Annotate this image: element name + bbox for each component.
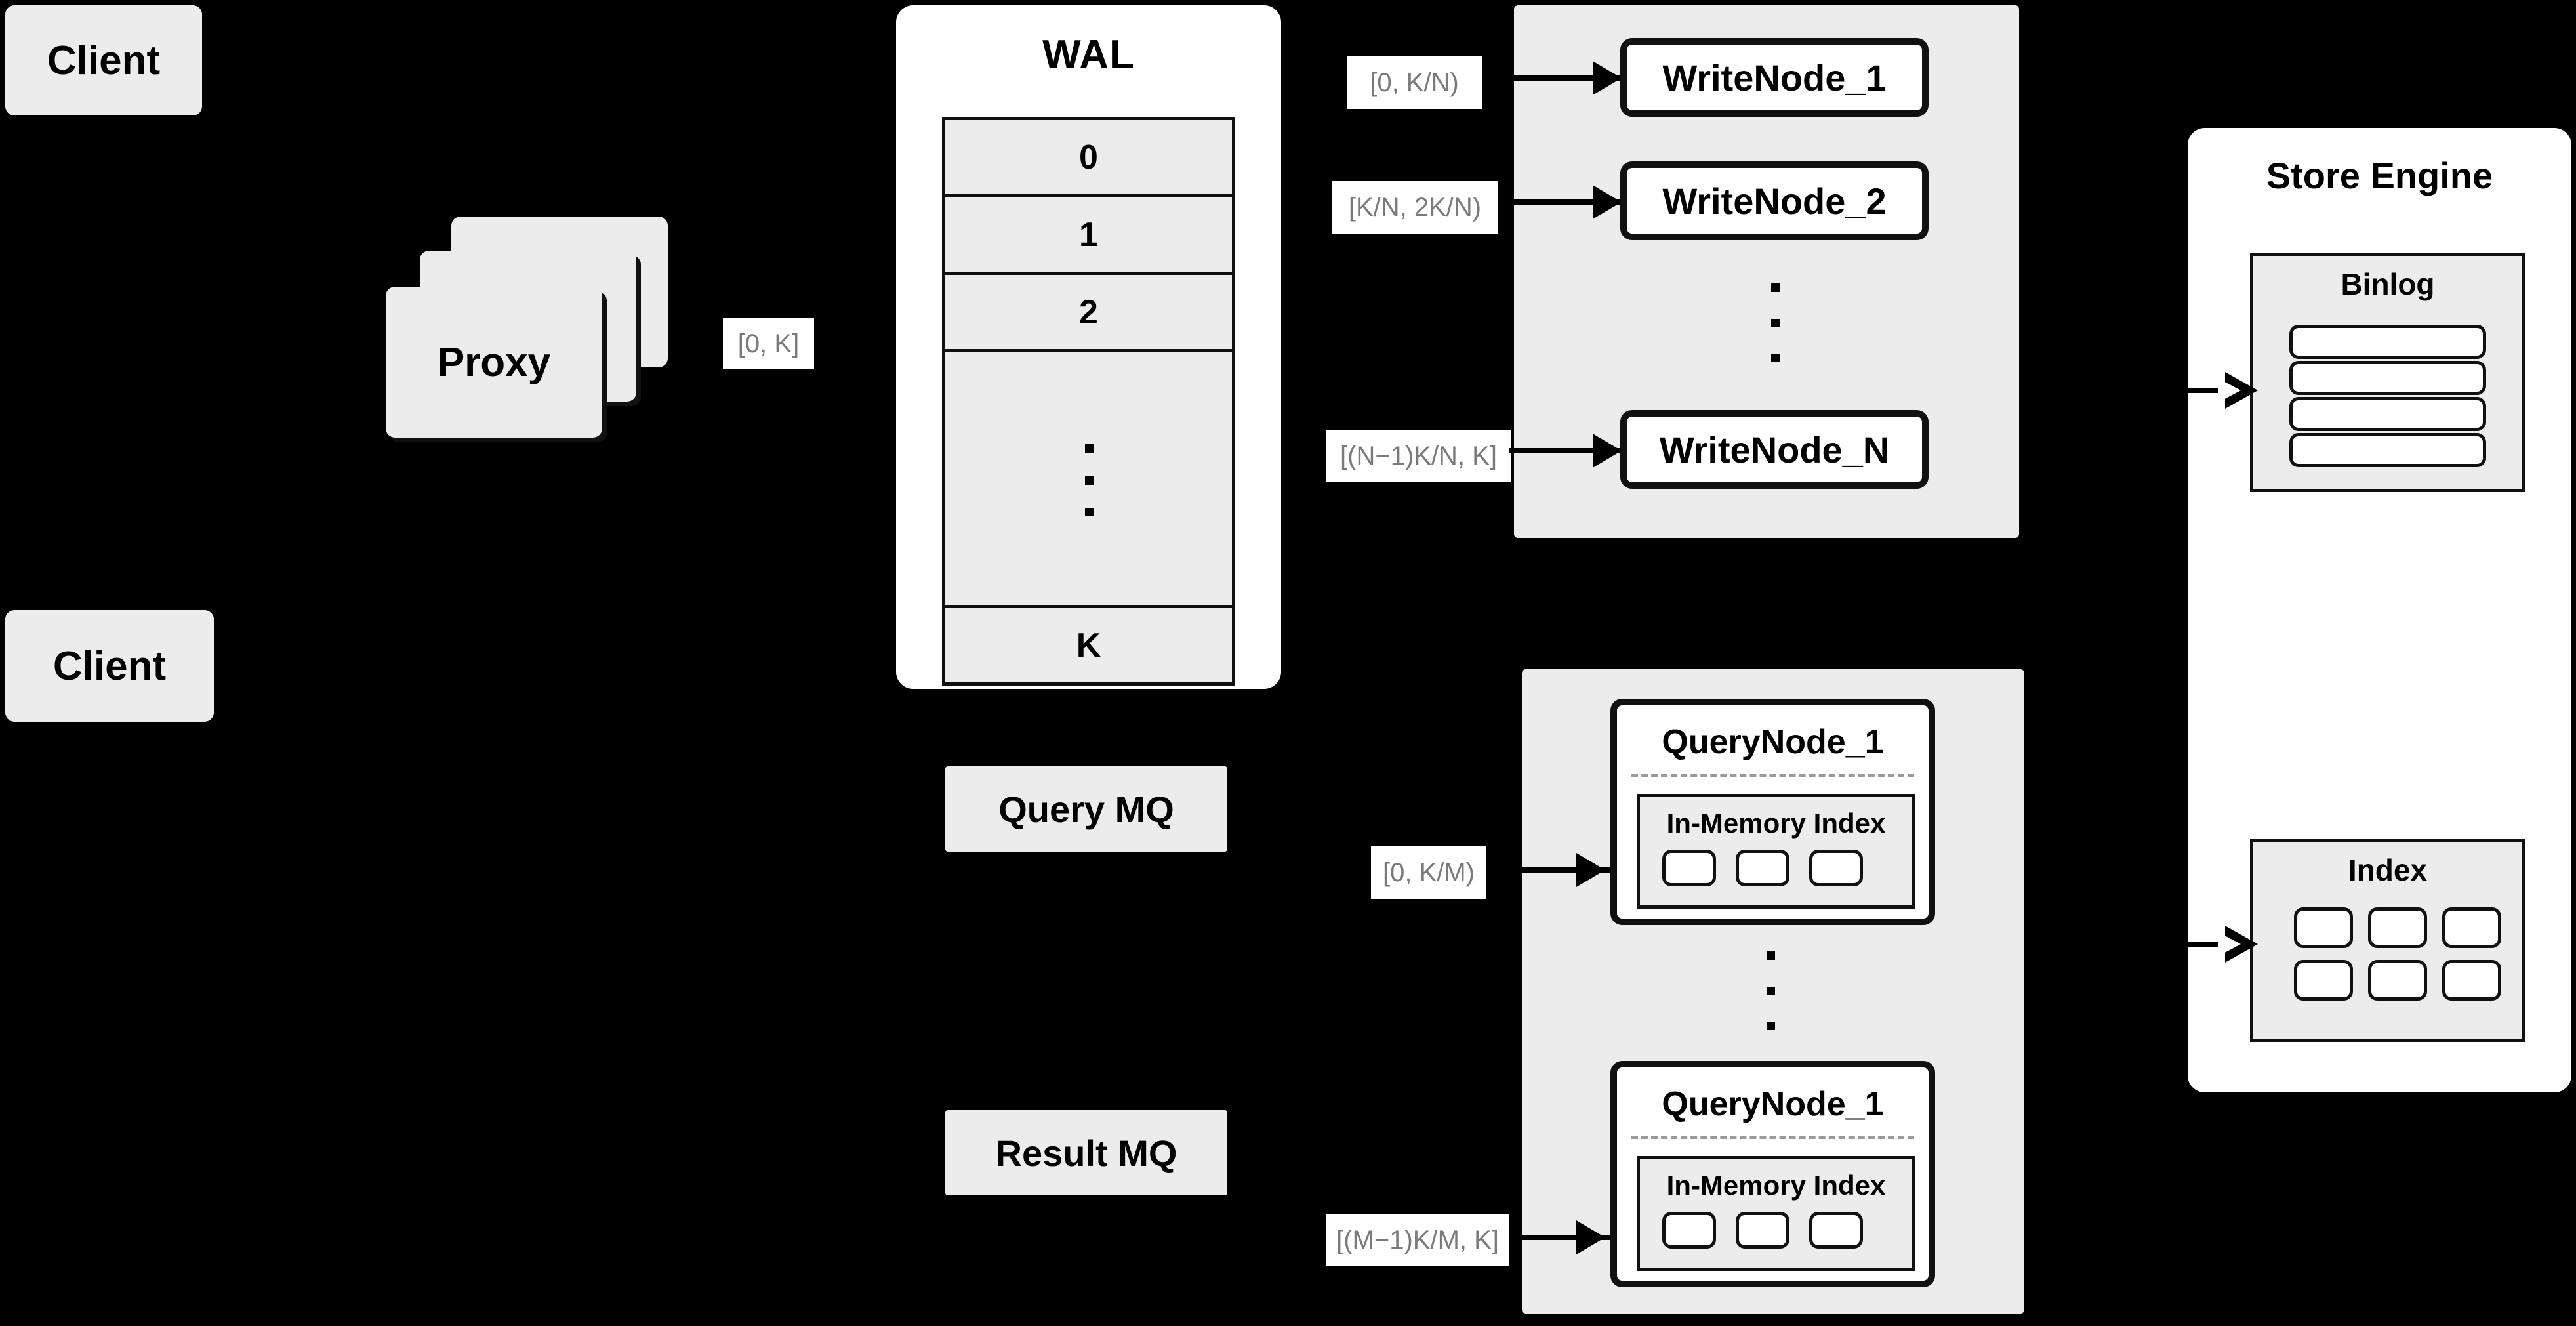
proxy-label: Proxy <box>437 339 551 385</box>
querynode-1-range-text: [0, K/M) <box>1382 858 1475 887</box>
index-inbound-arrow-head <box>2218 926 2258 963</box>
wal-panel: WAL 0 1 2 K <box>896 5 1281 689</box>
client-box-2[interactable]: Client <box>5 610 214 722</box>
querynode-1-inmemory-index: In-Memory Index <box>1637 794 1915 909</box>
proxy-box[interactable]: Proxy <box>386 287 602 438</box>
querynode-1-label: QueryNode_1 <box>1662 723 1884 761</box>
writenode-1-range-label: [0, K/N) <box>1347 56 1482 109</box>
index-slot <box>2294 960 2353 1001</box>
binlog-row <box>2289 325 2486 359</box>
wal-ellipsis-dots <box>1084 444 1094 516</box>
query-mq-box[interactable]: Query MQ <box>945 766 1227 852</box>
writenode-2-arrow-line <box>1509 199 1627 205</box>
writenode-n-arrow-line <box>1509 448 1627 453</box>
index-slot <box>1809 1212 1863 1249</box>
client-label-2: Client <box>52 643 167 689</box>
writenode-n-range-text: [(N−1)K/N, K] <box>1340 441 1497 470</box>
index-inbound-arrow-line <box>2184 942 2228 947</box>
querynode-2-divider <box>1631 1136 1914 1139</box>
query-group-ellipsis-dots <box>1767 951 1775 1030</box>
index-title: Index <box>2348 853 2428 887</box>
store-engine-panel: Store Engine Binlog Index <box>2188 128 2571 1092</box>
write-group-ellipsis-dots <box>1771 283 1780 362</box>
writenode-n-arrow-head <box>1593 434 1622 468</box>
querynode-2-box[interactable]: QueryNode_1 In-Memory Index <box>1610 1061 1935 1287</box>
wal-row-0: 0 <box>945 120 1232 197</box>
wal-table: 0 1 2 K <box>942 117 1235 686</box>
querynode-2-arrow-line <box>1509 1235 1610 1240</box>
index-slot <box>1662 850 1716 886</box>
index-slot <box>2368 960 2427 1001</box>
wal-row-2: 2 <box>945 275 1232 352</box>
wal-title: WAL <box>1042 32 1135 77</box>
binlog-row <box>2289 361 2486 395</box>
writenode-2-arrow-head <box>1593 185 1622 219</box>
querynode-1-arrow-line <box>1509 867 1610 873</box>
writenode-1-arrow-line <box>1509 75 1627 81</box>
index-slot <box>2368 907 2427 948</box>
querynode-2-index-title: In-Memory Index <box>1666 1170 1886 1201</box>
index-slot <box>2442 960 2501 1001</box>
writenode-1-range-text: [0, K/N) <box>1370 68 1459 97</box>
querynode-2-label: QueryNode_1 <box>1662 1085 1884 1123</box>
querynode-2-arrow-head <box>1576 1220 1605 1254</box>
wal-row-ellipsis <box>945 352 1232 608</box>
querynode-2-range-text: [(M−1)K/M, K] <box>1336 1225 1499 1254</box>
binlog-box: Binlog <box>2250 253 2525 492</box>
index-slot <box>2442 907 2501 948</box>
querynode-1-divider <box>1631 774 1914 777</box>
writenode-1-label: WriteNode_1 <box>1662 56 1887 98</box>
writenode-1-box[interactable]: WriteNode_1 <box>1620 38 1929 117</box>
writenode-2-label: WriteNode_2 <box>1662 180 1887 222</box>
writenode-2-range-label: [K/N, 2K/N) <box>1332 181 1498 234</box>
writenode-n-label: WriteNode_N <box>1659 428 1890 470</box>
index-slot <box>1736 1212 1789 1249</box>
querynode-1-box[interactable]: QueryNode_1 In-Memory Index <box>1610 699 1935 925</box>
querynode-2-range-label: [(M−1)K/M, K] <box>1326 1214 1509 1266</box>
binlog-row <box>2289 397 2486 431</box>
writenode-1-arrow-head <box>1593 61 1622 95</box>
querynode-1-arrow-head <box>1576 853 1605 887</box>
wal-row-k: K <box>945 608 1232 682</box>
binlog-row <box>2289 433 2486 467</box>
binlog-inbound-arrow-head <box>2218 372 2258 409</box>
result-mq-label: Result MQ <box>995 1132 1177 1174</box>
result-mq-box[interactable]: Result MQ <box>945 1110 1227 1195</box>
querynode-2-inmemory-index: In-Memory Index <box>1637 1156 1915 1271</box>
binlog-title: Binlog <box>2341 267 2435 301</box>
querynode-1-index-title: In-Memory Index <box>1666 808 1886 839</box>
index-slot <box>1736 850 1789 886</box>
wal-row-1: 1 <box>945 197 1232 275</box>
index-slot <box>1809 850 1863 886</box>
querynode-1-range-label: [0, K/M) <box>1371 846 1486 899</box>
proxy-range-label: [0, K] <box>723 318 814 369</box>
store-engine-title: Store Engine <box>2266 155 2493 196</box>
writenode-n-range-label: [(N−1)K/N, K] <box>1326 430 1511 482</box>
index-slot <box>2294 907 2353 948</box>
client-label-1: Client <box>47 37 161 83</box>
client-box-1[interactable]: Client <box>5 5 202 115</box>
writenode-2-range-text: [K/N, 2K/N) <box>1348 192 1482 222</box>
writenode-2-box[interactable]: WriteNode_2 <box>1620 161 1929 240</box>
proxy-range-text: [0, K] <box>737 329 800 358</box>
query-mq-label: Query MQ <box>998 788 1174 830</box>
index-box: Index <box>2250 839 2525 1042</box>
index-slot <box>1662 1212 1716 1249</box>
writenode-n-box[interactable]: WriteNode_N <box>1620 410 1929 489</box>
binlog-inbound-arrow-line <box>2184 388 2228 393</box>
